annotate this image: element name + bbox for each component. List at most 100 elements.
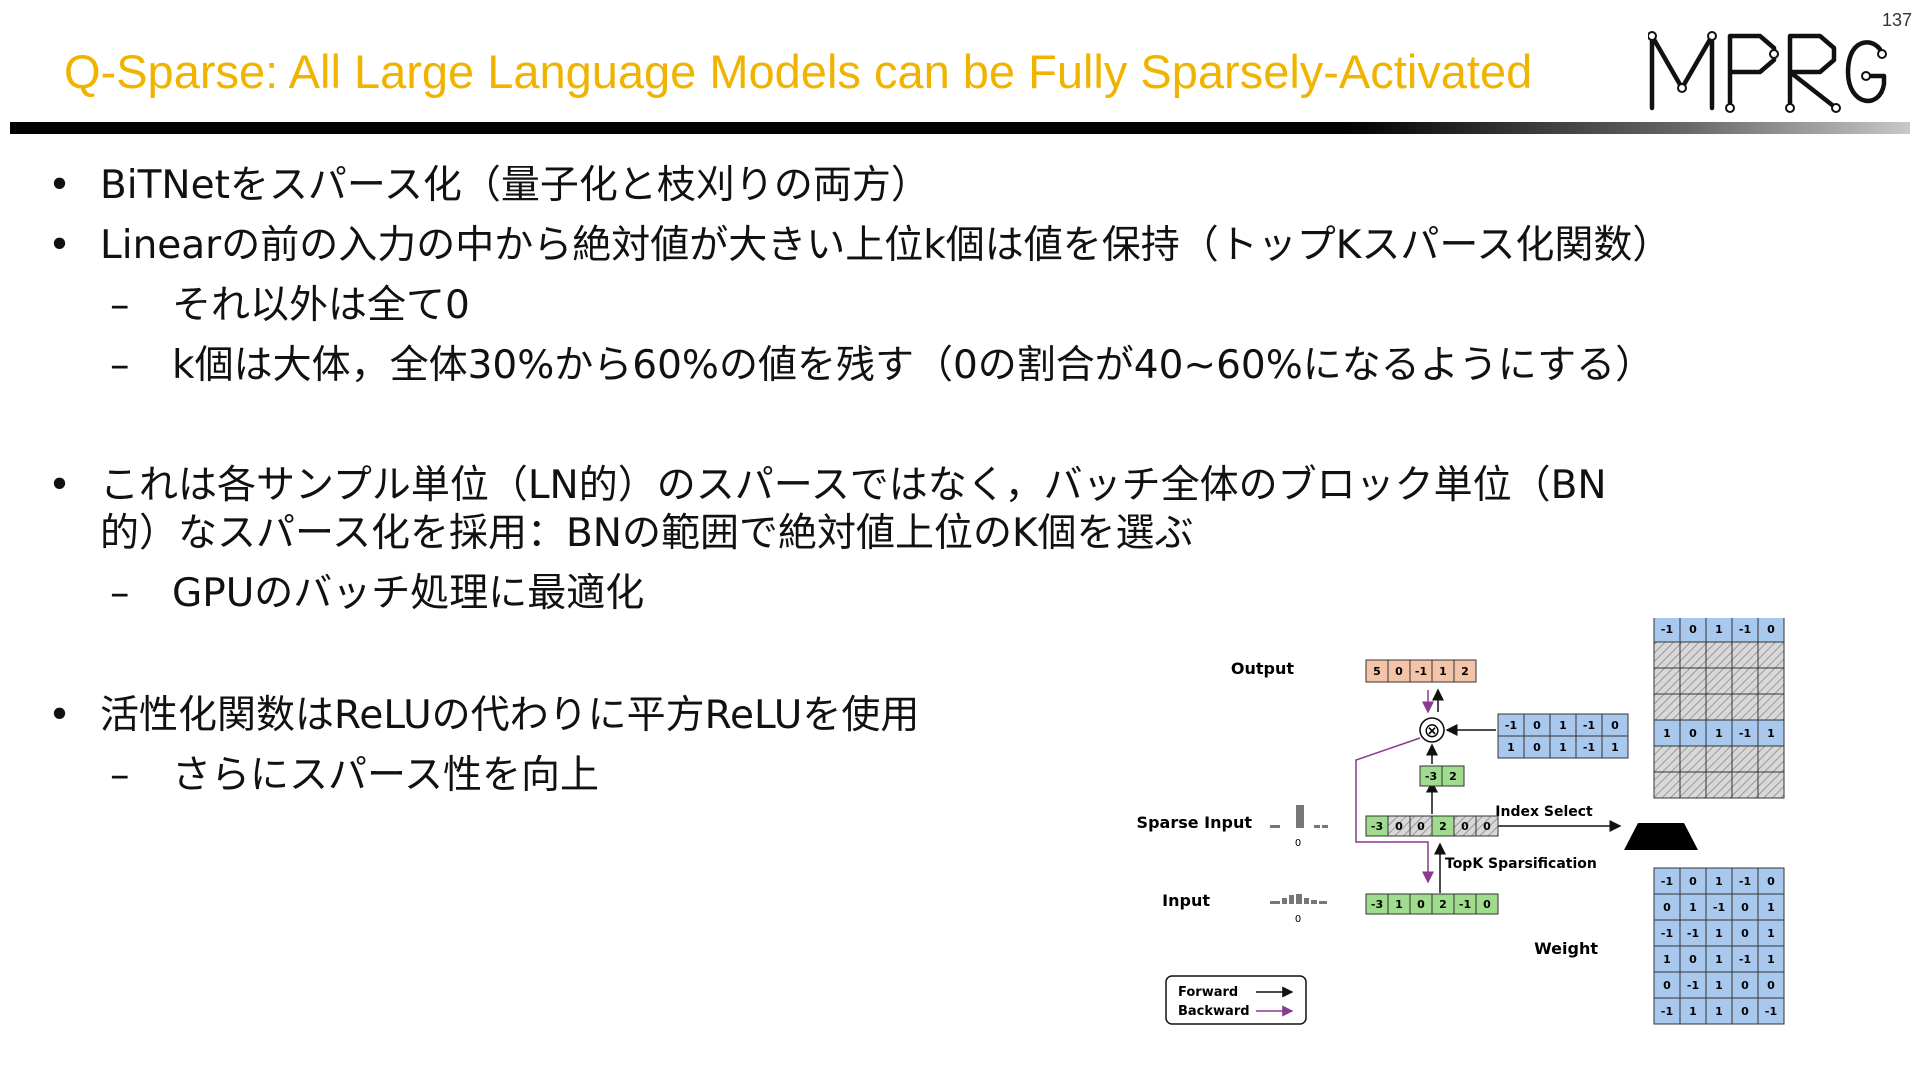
output-cell-value: 1 xyxy=(1439,665,1447,678)
weight-cell-value: -1 xyxy=(1739,953,1751,966)
masked-weight-cell-box xyxy=(1757,641,1785,669)
weight-cell-box xyxy=(1731,919,1759,947)
sparse-input-cell-value: 0 xyxy=(1483,820,1491,833)
masked-weight-cell-value: 1 xyxy=(1715,623,1723,636)
bullet-text: これは各サンプル単位（LN的）のスパースではなく，バッチ全体のブロック単位（BN xyxy=(100,463,1607,508)
weight-cell-box xyxy=(1757,893,1785,921)
bullet-text: BiTNetをスパース化（量子化と枝刈りの両方） xyxy=(100,163,930,208)
masked-weight-cell-box xyxy=(1705,693,1733,721)
multiply-icon: ⊗ xyxy=(1424,718,1441,742)
masked-weight-cell-value: -1 xyxy=(1739,623,1751,636)
input-label: Input xyxy=(1162,891,1210,910)
weight-cell-value: 1 xyxy=(1715,927,1723,940)
bullet-marker: • xyxy=(48,163,72,208)
masked-weight-cell-box xyxy=(1679,693,1707,721)
masked-weight-cell-box xyxy=(1679,745,1707,773)
weight-cell-value: 1 xyxy=(1715,1005,1723,1018)
output-cell-value: 0 xyxy=(1395,665,1403,678)
weight-cell-box xyxy=(1757,867,1785,895)
title-underline xyxy=(10,122,1910,134)
masked-weight-cell-box xyxy=(1653,745,1681,773)
weight-cell-value: 1 xyxy=(1715,875,1723,888)
weight-cell-box xyxy=(1653,945,1681,973)
masked-weight-cell-box xyxy=(1679,771,1707,799)
masked-weight-cell-box xyxy=(1757,693,1785,721)
masked-weight-cell-box xyxy=(1705,771,1733,799)
weight-cell-box xyxy=(1705,997,1733,1025)
dash-marker: – xyxy=(110,283,130,328)
weight-cell-value: -1 xyxy=(1739,875,1751,888)
masked-weight-cell-box xyxy=(1705,641,1733,669)
masked-weight-cell-box xyxy=(1757,745,1785,773)
legend-box xyxy=(1165,975,1307,1025)
output-cell-value: 5 xyxy=(1373,665,1381,678)
slide-title: Q-Sparse: All Large Language Models can … xyxy=(64,45,1533,98)
selected-weight-cell-value: 1 xyxy=(1507,741,1515,754)
masked-weight-cell-value: 0 xyxy=(1767,623,1775,636)
bullet-item: 的）なスパース化を採用：BNの範囲で絶対値上位のK個を選ぶ xyxy=(48,510,1194,558)
masked-weight-cell-value: -1 xyxy=(1661,623,1673,636)
sub-bullet-item: –さらにスパース性を向上 xyxy=(110,752,599,800)
weight-cell-value: 1 xyxy=(1767,901,1775,914)
dash-marker: – xyxy=(110,343,130,388)
selected-weight-cell-value: -1 xyxy=(1583,719,1595,732)
weight-cell-box xyxy=(1679,945,1707,973)
selected-weight-cell-value: 0 xyxy=(1533,741,1541,754)
output-label: Output xyxy=(1231,659,1294,678)
weight-cell-value: 0 xyxy=(1663,901,1671,914)
input-histogram-zero: 0 xyxy=(1295,914,1301,925)
weight-cell-box xyxy=(1653,971,1681,999)
weight-cell-box xyxy=(1757,997,1785,1025)
masked-weight-cell-box xyxy=(1705,667,1733,695)
sparse-input-cell-value: -3 xyxy=(1371,820,1383,833)
weight-cell-value: 0 xyxy=(1689,875,1697,888)
selected-input-cell-box xyxy=(1441,765,1465,787)
weight-cell-value: 1 xyxy=(1715,979,1723,992)
selected-weight-cell-value: 0 xyxy=(1533,719,1541,732)
weight-cell-value: -1 xyxy=(1687,927,1699,940)
sparse-input-label: Sparse Input xyxy=(1137,813,1253,832)
weight-cell-box xyxy=(1679,867,1707,895)
weight-cell-box xyxy=(1757,971,1785,999)
selected-weight-cell-value: 0 xyxy=(1611,719,1619,732)
masked-weight-cell-box xyxy=(1731,719,1759,747)
bullet-item: • BiTNetをスパース化（量子化と枝刈りの両方） xyxy=(48,162,930,210)
index-select-label: Index Select xyxy=(1495,804,1593,820)
multiply-node xyxy=(1419,717,1445,743)
input-cell-value: -3 xyxy=(1371,898,1383,911)
forward-arrows xyxy=(1426,688,1622,893)
weight-cell-box xyxy=(1705,945,1733,973)
dash-marker: – xyxy=(110,571,130,616)
bullet-marker: • xyxy=(48,693,72,738)
legend-forward: Forward xyxy=(1178,985,1238,1000)
input-cell-value: 1 xyxy=(1395,898,1403,911)
masked-weight-cell-box xyxy=(1653,641,1681,669)
weight-cell-value: -1 xyxy=(1687,979,1699,992)
selected-weight-cell-value: 1 xyxy=(1559,719,1567,732)
masked-weight-cell-box xyxy=(1653,693,1681,721)
masked-weight-cell-box xyxy=(1705,745,1733,773)
masked-weight-cell-box xyxy=(1757,771,1785,799)
bullet-text: さらにスパース性を向上 xyxy=(172,753,600,798)
selected-weight-cell-value: 1 xyxy=(1559,741,1567,754)
weight-cell-box xyxy=(1705,893,1733,921)
masked-weight-cell-box xyxy=(1731,667,1759,695)
sub-bullet-item: –それ以外は全て0 xyxy=(110,282,470,330)
bullet-text: GPUのバッチ処理に最適化 xyxy=(172,571,645,616)
weight-cell-value: 0 xyxy=(1741,927,1749,940)
sparse-histogram-zero: 0 xyxy=(1295,838,1301,849)
masked-weight-cell-value: 1 xyxy=(1767,727,1775,740)
bullet-marker: • xyxy=(48,463,72,508)
mprg-logo xyxy=(1648,31,1887,113)
bullet-text: k個は大体，全体30%から60%の値を残す（0の割合が40~60%になるようにす… xyxy=(172,343,1655,388)
weight-cell-value: 0 xyxy=(1741,1005,1749,1018)
bullet-text: Linearの前の入力の中から絶対値が大きい上位k個は値を保持（トップKスパース… xyxy=(100,223,1672,268)
masked-weight-cell-value: -1 xyxy=(1739,727,1751,740)
masked-weight-cell-box xyxy=(1679,719,1707,747)
input-cell-value: 0 xyxy=(1417,898,1425,911)
weight-cell-value: 0 xyxy=(1689,953,1697,966)
weight-cell-value: 1 xyxy=(1715,953,1723,966)
masked-weight-cell-box xyxy=(1679,641,1707,669)
weight-cell-box xyxy=(1679,893,1707,921)
masked-weight-cell-value: 1 xyxy=(1663,727,1671,740)
